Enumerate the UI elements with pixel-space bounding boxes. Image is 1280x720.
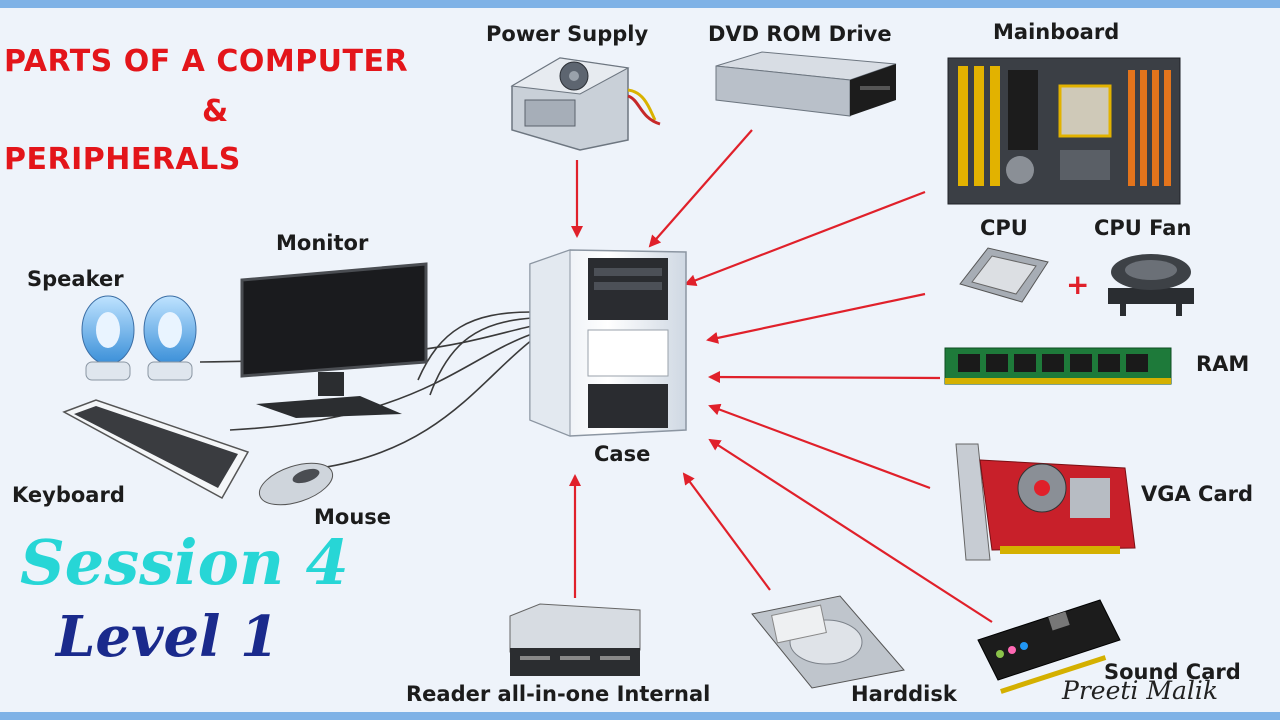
bottom-border <box>0 712 1280 720</box>
label-sound-card: Sound Card <box>1104 660 1241 684</box>
signature: Preeti Malik <box>1062 676 1218 705</box>
ram-image <box>944 347 1172 385</box>
case-image <box>529 249 687 437</box>
speaker-image <box>81 295 197 381</box>
plus-sign: + <box>1066 268 1089 301</box>
arrow-cpu <box>706 292 926 344</box>
top-border <box>0 0 1280 8</box>
label-dvd-rom: DVD ROM Drive <box>708 22 892 46</box>
label-cpu-fan: CPU Fan <box>1094 216 1192 240</box>
arrow-sound <box>708 438 993 623</box>
cpu-fan-image <box>1108 254 1194 316</box>
title-line-3: PERIPHERALS <box>4 142 241 177</box>
title-line-2: & <box>202 94 229 129</box>
label-power-supply: Power Supply <box>486 22 649 46</box>
arrow-vga <box>708 403 931 490</box>
cpu-image <box>959 247 1049 303</box>
mainboard-image <box>947 57 1181 205</box>
label-harddisk: Harddisk <box>851 682 957 706</box>
label-monitor: Monitor <box>276 231 369 255</box>
label-ram: RAM <box>1196 352 1250 376</box>
arrow-mainboard <box>684 190 926 287</box>
label-keyboard: Keyboard <box>12 483 125 507</box>
card-reader-image <box>509 603 641 676</box>
label-cpu: CPU <box>980 216 1028 240</box>
session-label: Session 4 <box>20 526 349 599</box>
level-label: Level 1 <box>56 604 279 670</box>
monitor-image <box>240 262 428 418</box>
power-supply-image <box>510 57 661 151</box>
keyboard-image <box>62 399 250 500</box>
arrow-dvd-rom <box>648 129 753 248</box>
dvd-rom-image <box>715 51 897 117</box>
label-mainboard: Mainboard <box>993 20 1120 44</box>
sound-card-image <box>977 599 1121 694</box>
label-speaker: Speaker <box>27 267 124 291</box>
arrow-harddisk <box>682 472 771 591</box>
mouse-image <box>258 462 334 506</box>
harddisk-image <box>751 595 905 689</box>
arrow-ram <box>708 371 941 384</box>
label-mouse: Mouse <box>314 505 392 529</box>
label-case: Case <box>594 442 651 466</box>
arrows <box>569 129 993 623</box>
title-line-1: PARTS OF A COMPUTER <box>4 44 409 79</box>
label-card-reader: Reader all-in-one Internal <box>406 682 711 706</box>
label-vga-card: VGA Card <box>1141 482 1254 506</box>
vga-card-image <box>955 443 1136 561</box>
